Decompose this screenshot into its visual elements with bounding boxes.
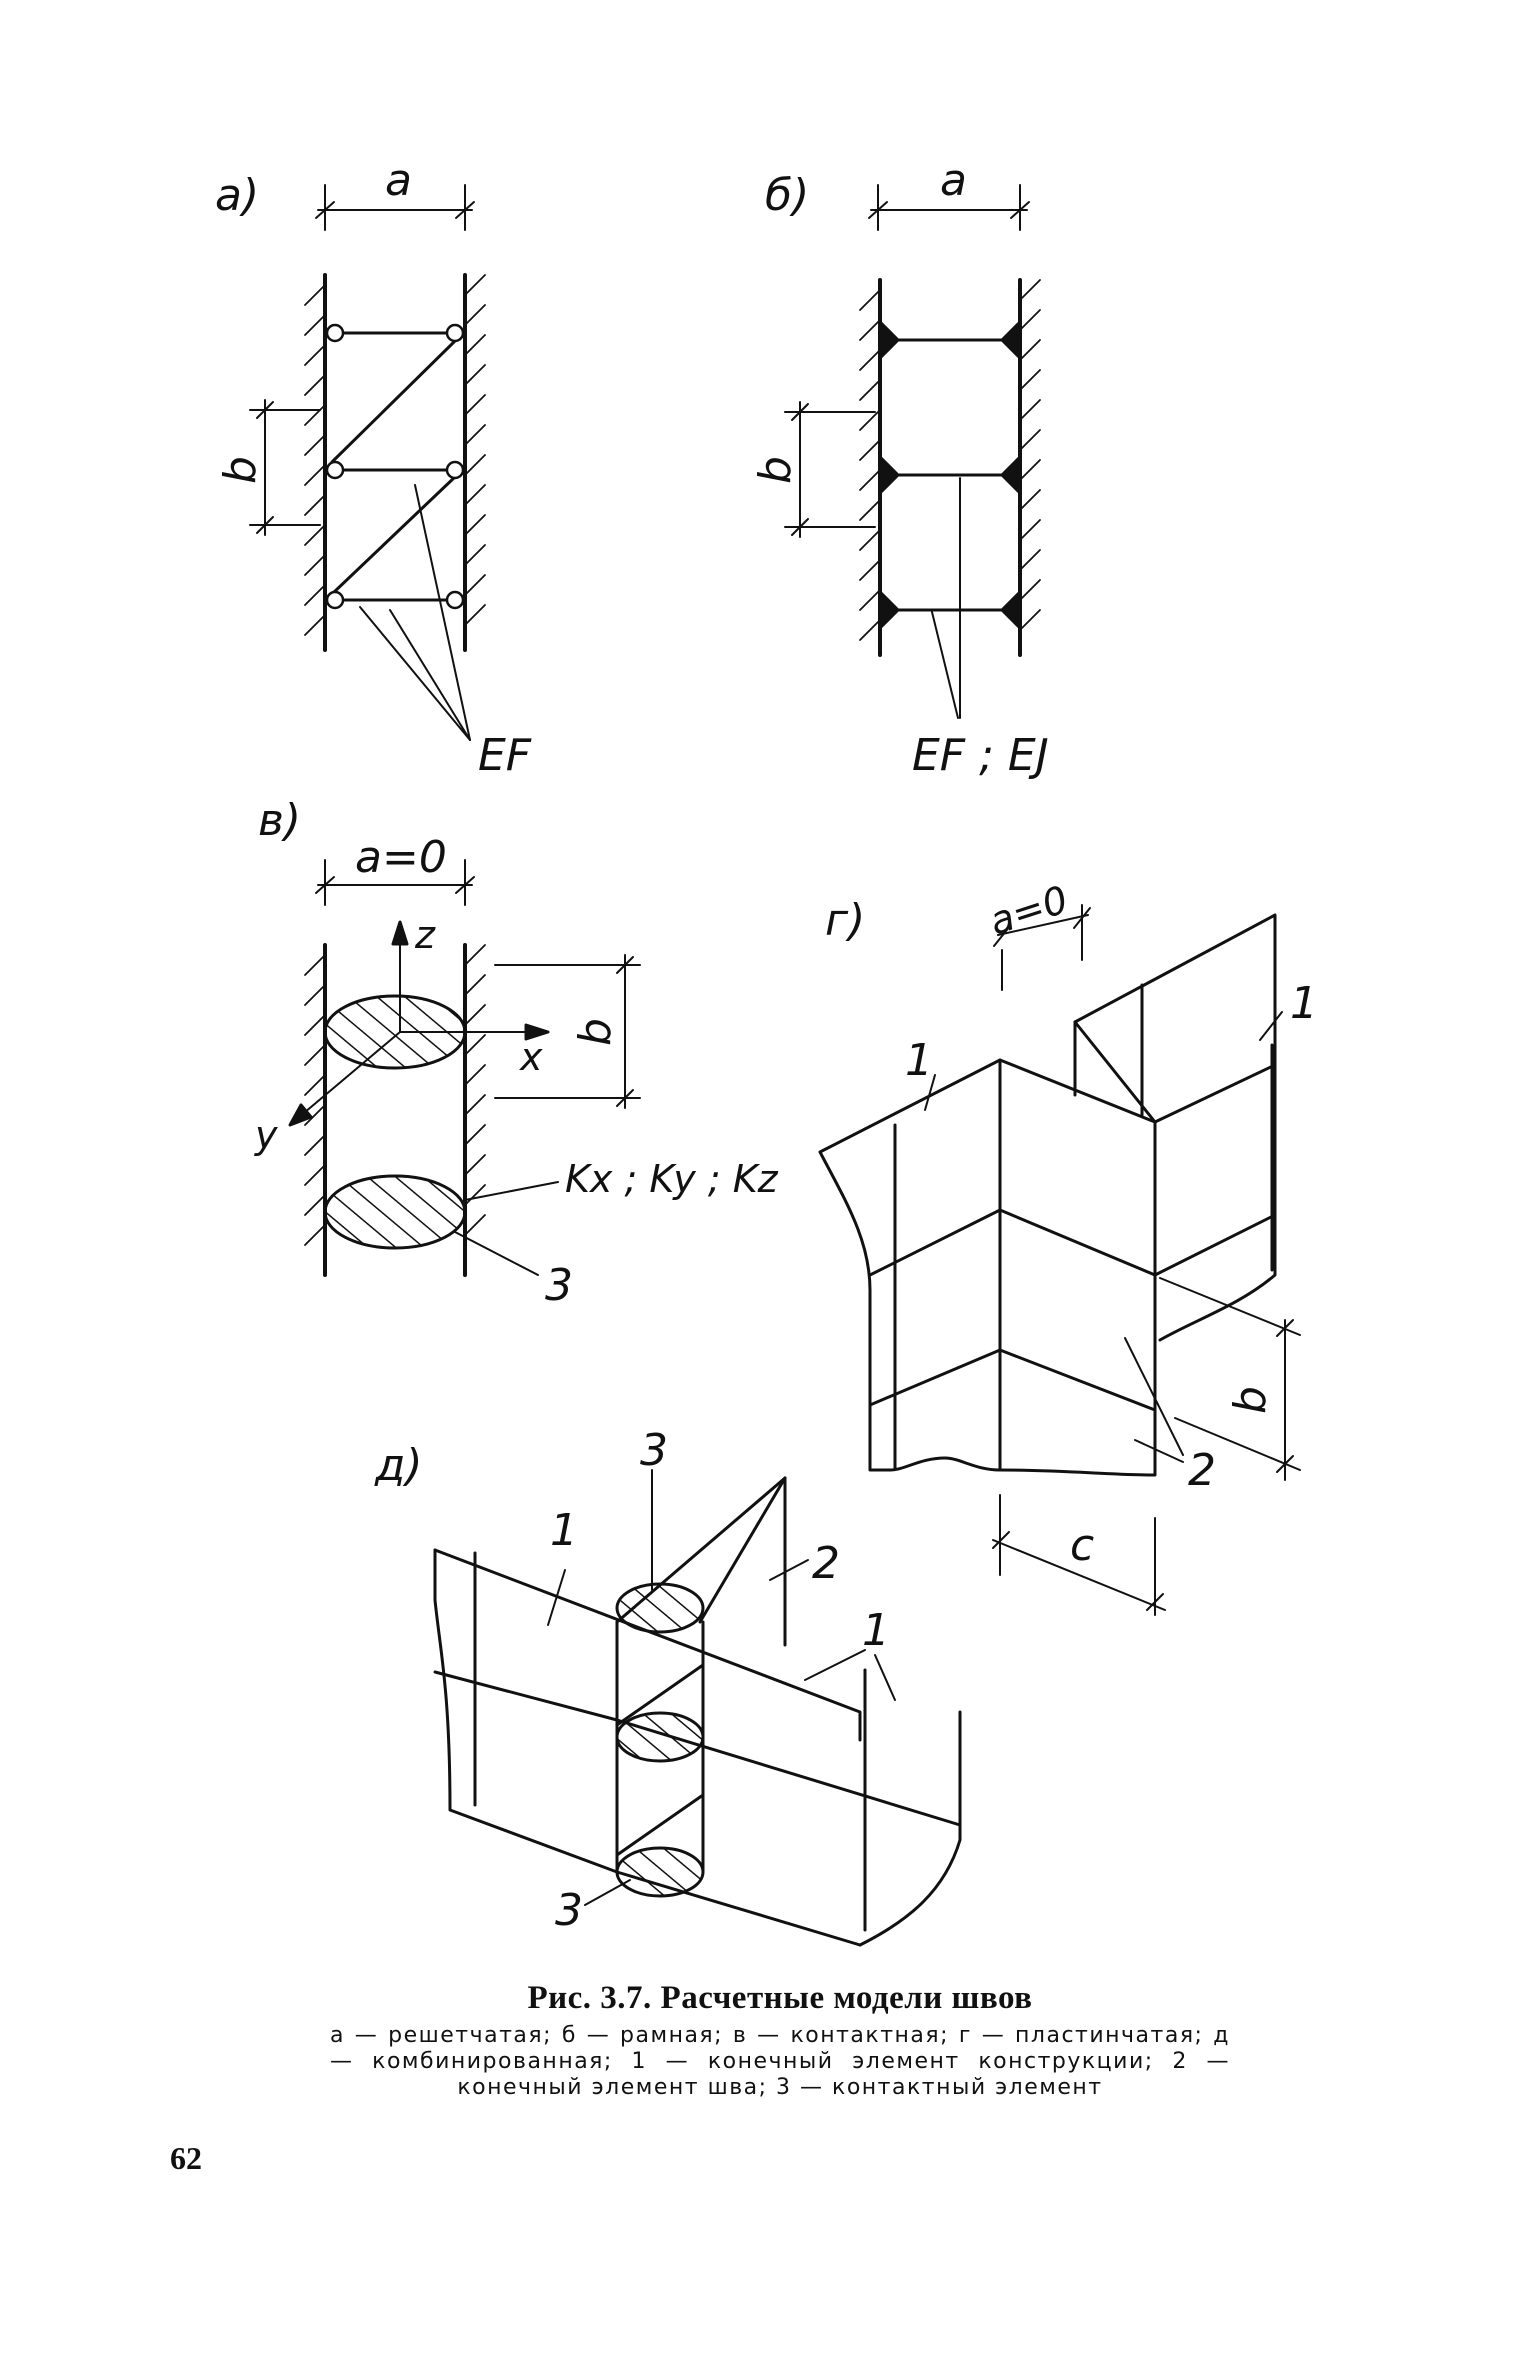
panel-d-callout-3-bottom-leader: [584, 1879, 631, 1906]
panel-g-callout-2: 2: [1188, 1445, 1216, 1496]
panel-b-width-dimension: a: [868, 155, 1030, 231]
panel-d-contact-element-bottom: [615, 1846, 705, 1898]
panel-a-dim-b: b: [215, 456, 266, 484]
panel-v-axes: z x y: [254, 913, 550, 1157]
panel-a-dim-a: a: [385, 155, 412, 206]
caption-legend: а — решетчатая; б — рамная; в — контактн…: [330, 2023, 1230, 2100]
panel-b-rigid-joints: [878, 320, 1022, 630]
panel-a-ef-label: EF: [478, 730, 532, 781]
panel-g-label: г): [825, 895, 865, 946]
panel-b-dim-a: a: [940, 155, 967, 206]
panel-v-dim-b: b: [570, 1018, 621, 1046]
panel-b-ef-ej-label: EF ; EJ: [912, 730, 1049, 781]
panel-d-callout-2: 2: [812, 1538, 840, 1589]
panel-v-axis-y: y: [254, 1113, 278, 1157]
panel-d-callout-2-leader: [769, 1559, 809, 1581]
panel-v-stiffness-label: Kx ; Ky ; Kz: [565, 1157, 779, 1201]
panel-v-stiffness-leader: [464, 1181, 559, 1201]
panel-g-callout-1-right-leader: [1259, 1011, 1283, 1041]
panel-a-width-dimension: a: [315, 155, 475, 231]
caption-title: Рис. 3.7. Расчетные модели швов: [527, 1980, 1033, 2016]
panel-g-depth-dimension: c: [992, 1494, 1166, 1616]
panel-v-label: в): [258, 795, 301, 846]
panel-v-width-dimension: a=0: [315, 832, 475, 906]
panel-v-wall-hatching: [304, 944, 486, 1246]
panel-a-label: а): [215, 170, 259, 221]
panel-g-plate: г) a=0: [818, 877, 1318, 1616]
panel-g-callout-1-left: 1: [905, 1035, 933, 1086]
panel-b-ef-leaders: [931, 477, 961, 719]
panel-d-ties: [615, 1663, 705, 1857]
panel-v-height-dimension: b: [494, 954, 641, 1109]
panel-d-callout-3-top: 3: [640, 1425, 668, 1476]
panel-g-dim-c: c: [1070, 1520, 1094, 1571]
panel-d-callout-3-bottom: 3: [555, 1885, 583, 1936]
panel-b-dim-b: b: [750, 456, 801, 484]
panel-b-wall-hatching: [859, 279, 1041, 641]
panel-d-contact-element-top: [615, 1582, 705, 1634]
panel-g-callout-2-leaders: [1124, 1337, 1184, 1463]
panel-b-label: б): [765, 170, 809, 221]
panel-a-truss-members: [330, 331, 458, 602]
figure-3-7: а) a: [215, 155, 1318, 1947]
panel-v-dim-a0: a=0: [355, 832, 447, 883]
panel-b-frame-members: [878, 338, 1022, 612]
panel-a-hinges: [325, 323, 465, 610]
panel-g-callout-1-left-leader: [924, 1074, 936, 1111]
page-number: 62: [170, 2140, 202, 2176]
panel-a-lattice: а) a: [215, 155, 532, 781]
panel-d-callout-1-right-leaders: [804, 1649, 896, 1701]
panel-d-callout-1-left: 1: [550, 1505, 578, 1556]
panel-v-axis-z: z: [414, 913, 436, 957]
panel-v-axis-x: x: [519, 1035, 543, 1079]
panel-g-dim-b: b: [1225, 1386, 1276, 1414]
panel-d-combined: д) 3 1 2: [374, 1425, 962, 1947]
panel-d-callout-1-right: 1: [862, 1605, 890, 1656]
panel-g-width-dimension: a=0: [984, 877, 1091, 991]
panel-v-callout-3: 3: [545, 1260, 573, 1311]
panel-a-height-dimension: b: [215, 399, 321, 536]
panel-a-wall-hatching: [304, 274, 486, 636]
panel-d-callout-1-left-leader: [547, 1569, 566, 1626]
panel-g-dim-a0: a=0: [984, 877, 1073, 943]
panel-a-ef-leaders: [359, 484, 471, 741]
panel-b-frame: б) a: [750, 155, 1049, 781]
panel-v-contact-leader: [454, 1231, 539, 1276]
panel-v-contact-element-bottom: [323, 1174, 467, 1250]
panel-g-callout-1-right: 1: [1290, 978, 1318, 1029]
figure-caption: Рис. 3.7. Расчетные модели швов а — реше…: [330, 1980, 1230, 2101]
panel-g-height-dimension: b: [1159, 1277, 1301, 1481]
panel-g-plates: [818, 913, 1277, 1477]
panel-b-height-dimension: b: [750, 401, 876, 538]
panel-d-contact-element-middle: [615, 1711, 705, 1763]
panel-v-contact: в) a=0: [254, 795, 779, 1311]
panel-d-label: д): [374, 1440, 423, 1491]
